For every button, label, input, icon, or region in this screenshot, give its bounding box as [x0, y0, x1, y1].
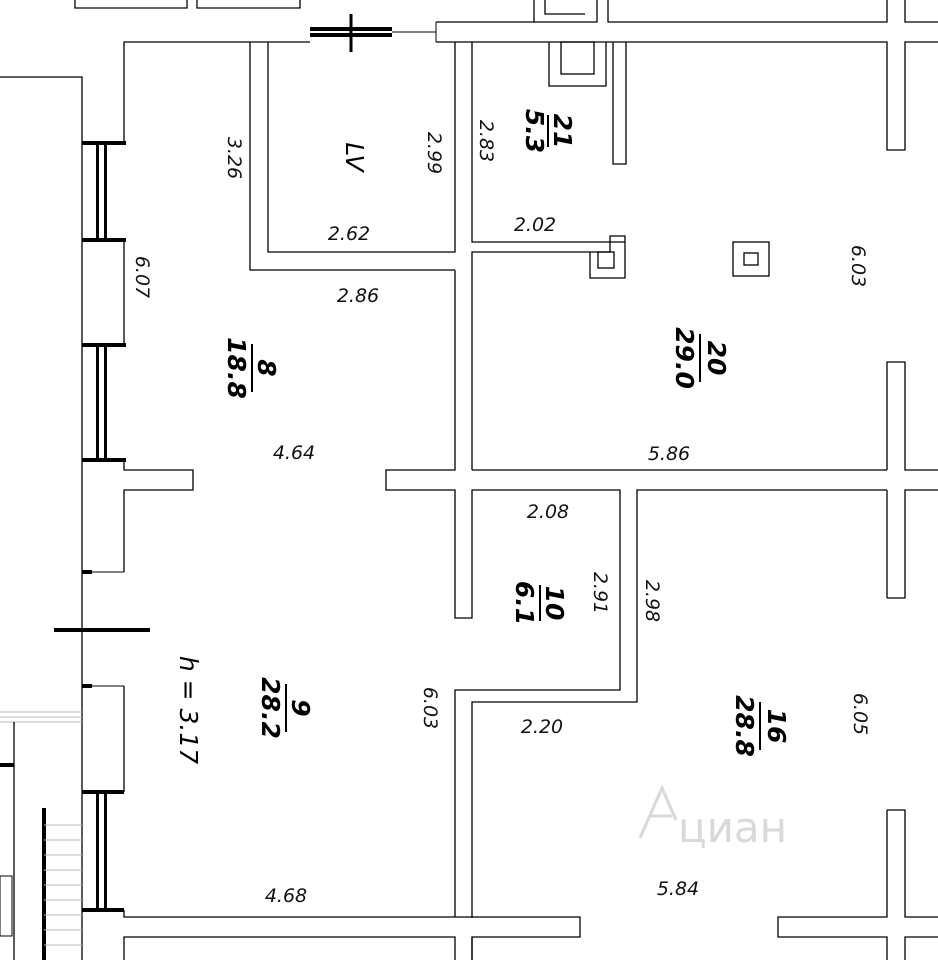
room-lv-walls [249, 42, 456, 271]
dim-2-02: 2.02 [514, 214, 556, 236]
room-10-area: 6.1 [510, 581, 539, 625]
watermark-text: циан [678, 803, 787, 852]
room-21-label: 21 5.3 [520, 109, 577, 153]
room-16-area: 28.8 [730, 695, 759, 757]
top-walls [74, 0, 938, 23]
outer-walls [123, 21, 938, 960]
dim-2-08: 2.08 [527, 501, 569, 523]
dim-2-98: 2.98 [641, 580, 663, 622]
room-9-label: 9 28.2 [256, 677, 315, 739]
dim-5-86: 5.86 [648, 443, 690, 465]
dim-5-84: 5.84 [657, 878, 699, 900]
dim-2-91: 2.91 [589, 572, 611, 614]
room-8-number: 8 [252, 359, 281, 376]
room-9-number: 9 [286, 699, 315, 716]
dim-6-03-left: 6.03 [419, 687, 441, 729]
dim-2-20: 2.20 [521, 716, 563, 738]
ceiling-height-label: h = 3.17 [174, 656, 203, 764]
room-20-number: 20 [702, 341, 731, 376]
dim-2-83: 2.83 [475, 120, 497, 162]
dim-2-99: 2.99 [423, 132, 445, 174]
dim-4-64: 4.64 [273, 442, 315, 464]
vents [597, 241, 770, 277]
dim-2-86: 2.86 [337, 285, 379, 307]
room-16-label: 16 28.8 [730, 695, 791, 757]
dim-4-68: 4.68 [265, 885, 307, 907]
dim-2-62: 2.62 [328, 223, 370, 245]
room-20-label: 20 29.0 [670, 327, 731, 389]
door-top [310, 14, 436, 52]
room-lv-label: LV [340, 142, 369, 173]
room-8-area: 18.8 [222, 337, 251, 399]
room-10-number: 10 [540, 586, 569, 621]
dim-6-03-right: 6.03 [847, 245, 869, 287]
room-10-label: 10 6.1 [510, 581, 569, 625]
dim-3-26: 3.26 [223, 137, 245, 179]
room-8-label: 8 18.8 [222, 337, 281, 399]
room-20-area: 29.0 [670, 327, 699, 389]
dim-6-07: 6.07 [131, 256, 153, 298]
dim-6-05: 6.05 [849, 693, 871, 735]
room-21-number: 21 [548, 114, 577, 149]
room-16-number: 16 [762, 709, 791, 744]
shaft-21 [548, 41, 627, 165]
left-exterior [0, 76, 150, 960]
room-21-area: 5.3 [520, 109, 549, 153]
watermark-logo-icon [638, 784, 678, 839]
interior-walls-left [385, 42, 887, 960]
room-9-area: 28.2 [256, 677, 285, 739]
